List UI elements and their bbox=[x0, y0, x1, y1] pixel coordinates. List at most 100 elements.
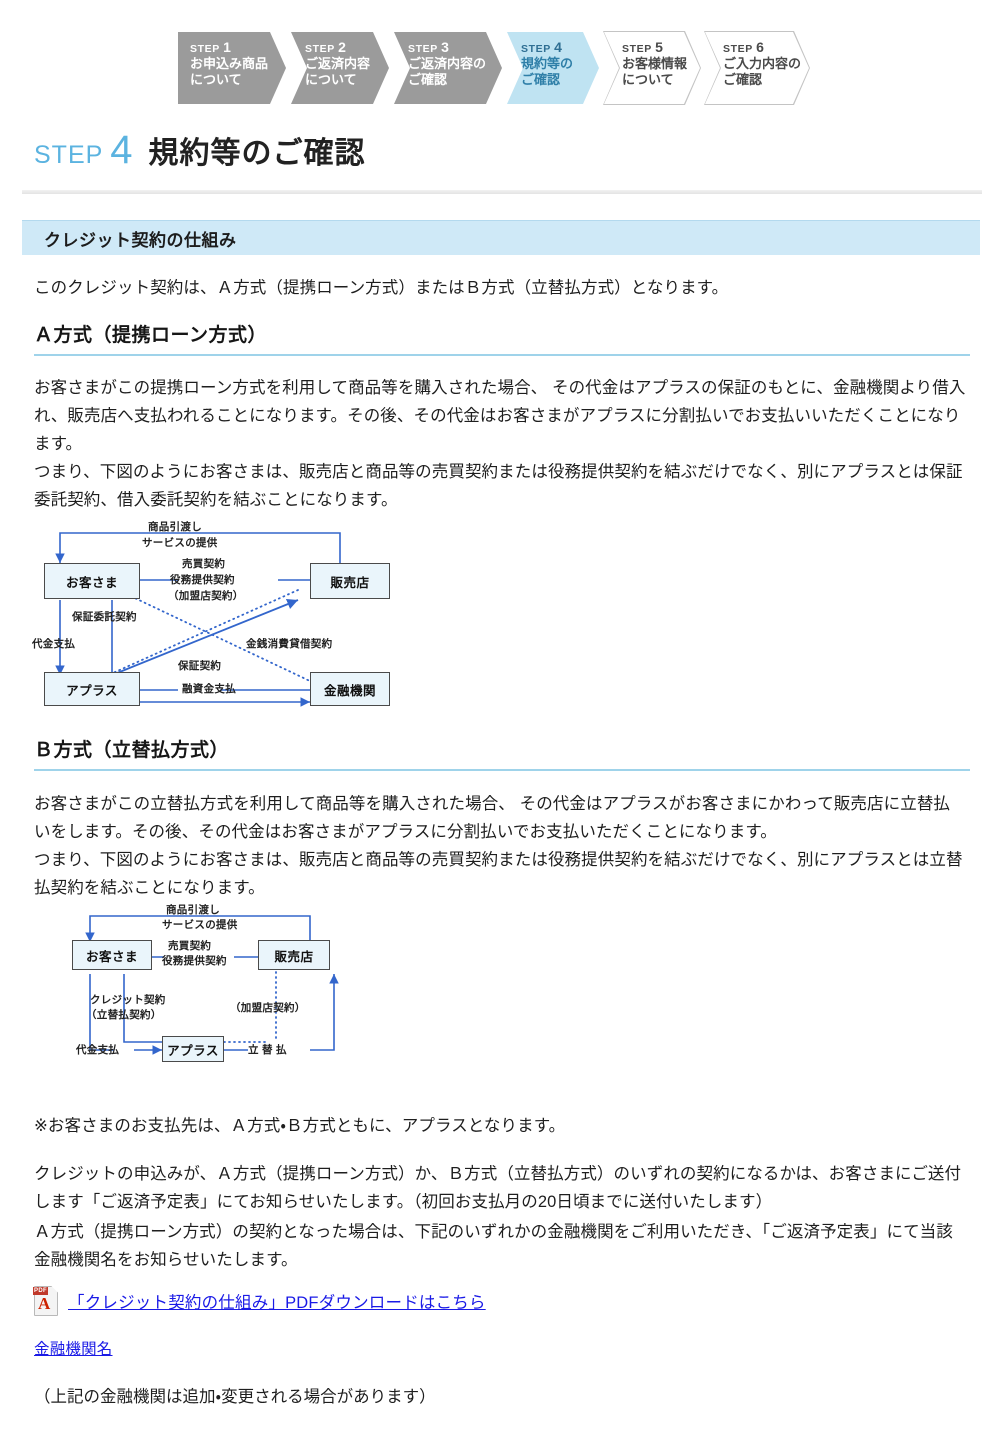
method-a-heading-text: Ａ方式（提携ローン方式） bbox=[34, 325, 268, 346]
step-2-number-line: STEP 2 bbox=[305, 40, 369, 56]
step-item-4-current[interactable]: STEP 4 規約等の ご確認 bbox=[507, 32, 599, 104]
method-a-paragraph-2: つまり、下図のようにお客さまは、販売店と商品等の売買契約または役務提供契約を結ぶ… bbox=[34, 463, 963, 509]
step-6-number: 6 bbox=[756, 39, 765, 55]
step-5-text-line-1: お客様情報 bbox=[622, 56, 688, 71]
title-divider bbox=[22, 190, 982, 194]
diagram-b-label-advance-contract: （立替払契約） bbox=[86, 1009, 162, 1021]
diagram-a-box-shop: 販売店 bbox=[310, 563, 390, 599]
step-3-number-line: STEP 3 bbox=[408, 40, 482, 56]
diagram-a-label-service: サービスの提供 bbox=[142, 537, 218, 549]
method-b-heading-rule bbox=[34, 769, 970, 771]
diagram-a-box-customer: お客さま bbox=[44, 563, 140, 599]
diagram-b-box-customer: お客さま bbox=[72, 940, 152, 970]
pdf-icon: PDF A bbox=[32, 1286, 58, 1316]
diagram-method-b-lines bbox=[85, 915, 339, 1055]
diagram-a-label-sales: 売買契約 bbox=[182, 558, 226, 570]
method-b-paragraph-1: お客さまがこの立替払方式を利用して商品等を購入された場合、 その代金はアプラスが… bbox=[34, 795, 951, 841]
pdf-icon-acrobat-glyph: A bbox=[38, 1294, 51, 1313]
diagram-b-label-advance-payment: 立 替 払 bbox=[248, 1044, 287, 1056]
step-1-number: 1 bbox=[223, 39, 232, 55]
diagram-a-label-member-store: （加盟店契約） bbox=[168, 590, 244, 602]
step-4-text-line-1: 規約等の bbox=[521, 56, 574, 71]
page-title-text: 規約等のご確認 bbox=[148, 137, 366, 170]
step-5-text-line-2: について bbox=[622, 71, 674, 87]
step-2-label: STEP bbox=[305, 43, 335, 55]
diagram-a-label-service-contract: 役務提供契約 bbox=[170, 574, 235, 586]
method-b-heading-text: Ｂ方式（立替払方式） bbox=[34, 740, 230, 761]
closing-paragraph-1: クレジットの申込みが、Ａ方式（提携ローン方式）か、Ｂ方式（立替払方式）のいずれの… bbox=[34, 1165, 962, 1211]
step-1-text-line-1: お申込み商品 bbox=[190, 56, 269, 71]
diagram-a-label-money-lending: 金銭消費貸借契約 bbox=[246, 638, 333, 650]
step-3-text-line-2: ご確認 bbox=[408, 71, 448, 87]
diagram-b-label-payment: 代金支払 bbox=[76, 1044, 120, 1056]
diagram-b-label-service: サービスの提供 bbox=[162, 919, 238, 931]
subsection-heading-method-b: Ｂ方式（立替払方式） bbox=[34, 735, 970, 771]
diagram-method-a: お客さま 販売店 アプラス 金融機関 商品引渡し サービスの提供 売買契約 役務… bbox=[30, 520, 400, 715]
pdf-download-link[interactable]: 「クレジット契約の仕組み」PDFダウンロードはこちら bbox=[68, 1294, 486, 1312]
section-header-label: クレジット契約の仕組み bbox=[44, 230, 237, 250]
step-2-text-line-2: について bbox=[305, 71, 357, 87]
step-4-number: 4 bbox=[554, 39, 563, 55]
step-2-number: 2 bbox=[338, 39, 347, 55]
step-6-fill-shape bbox=[705, 32, 809, 104]
pdf-icon-tag-label: PDF bbox=[33, 1287, 48, 1295]
diagram-a-label-loan-payment: 融資金支払 bbox=[182, 683, 236, 695]
diagram-b-label-member-store: （加盟店契約） bbox=[230, 1002, 306, 1014]
step-6-text-line-2: ご確認 bbox=[723, 71, 763, 87]
page-title-step-label: STEP bbox=[34, 141, 104, 169]
page-title-step-number: 4 bbox=[110, 128, 133, 172]
diagram-a-box-bank: 金融機関 bbox=[310, 672, 390, 706]
step-4-label: STEP bbox=[521, 43, 551, 55]
step-item-5[interactable]: STEP 5 お客様情報 について bbox=[604, 32, 700, 104]
bottom-note: （上記の金融機関は追加・変更される場合があります） bbox=[34, 1388, 436, 1406]
step-list: STEP 1 お申込み商品 について STEP 2 ご返済内容 について STE… bbox=[178, 32, 814, 104]
diagram-b-box-aplus: アプラス bbox=[162, 1036, 224, 1062]
diagram-a-label-payment: 代金支払 bbox=[32, 638, 76, 650]
diagram-a-label-guarantee-commission: 保証委託契約 bbox=[72, 611, 137, 623]
method-a-paragraph-1: お客さまがこの提携ローン方式を利用して商品等を購入された場合、 その代金はアプラ… bbox=[34, 379, 966, 453]
closing-paragraph-2: Ａ方式（提携ローン方式）の契約となった場合は、下記のいずれかの金融機関をご利用い… bbox=[34, 1223, 953, 1269]
step-6-label: STEP bbox=[723, 43, 753, 55]
diagram-a-label-goods: 商品引渡し bbox=[148, 521, 202, 533]
step-5-number: 5 bbox=[655, 39, 664, 55]
step-item-6[interactable]: STEP 6 ご入力内容の ご確認 bbox=[705, 32, 809, 104]
step-6-number-line: STEP 6 bbox=[723, 40, 789, 56]
diagram-b-label-sales: 売買契約 bbox=[168, 940, 212, 952]
bank-list-row[interactable]: 金融機関名 bbox=[34, 1337, 113, 1359]
intro-paragraph: このクレジット契約は、Ａ方式（提携ローン方式）またはＢ方式（立替払方式）となりま… bbox=[34, 279, 729, 297]
step-3-label: STEP bbox=[408, 43, 438, 55]
step-5-fill-shape bbox=[604, 32, 700, 104]
diagram-b-label-credit-contract: クレジット契約 bbox=[90, 994, 166, 1006]
step-1-label: STEP bbox=[190, 43, 220, 55]
pdf-download-row[interactable]: PDF A 「クレジット契約の仕組み」PDFダウンロードはこちら bbox=[32, 1286, 486, 1316]
diagram-a-box-aplus: アプラス bbox=[44, 672, 140, 706]
diagram-a-label-guarantee: 保証契約 bbox=[178, 660, 222, 672]
step-5-number-line: STEP 5 bbox=[622, 40, 680, 56]
step-5-label: STEP bbox=[622, 43, 652, 55]
footnote-payment-destination: ※お客さまのお支払先は、Ａ方式・Ｂ方式ともに、アプラスとなります。 bbox=[34, 1117, 566, 1135]
page-title: STEP 4 規約等のご確認 bbox=[34, 128, 366, 172]
diagram-b-box-shop: 販売店 bbox=[258, 940, 330, 970]
step-progress-bar: STEP 1 お申込み商品 について STEP 2 ご返済内容 について STE… bbox=[0, 0, 1000, 120]
step-3-number: 3 bbox=[441, 39, 450, 55]
step-item-1[interactable]: STEP 1 お申込み商品 について bbox=[178, 32, 286, 104]
bank-list-link[interactable]: 金融機関名 bbox=[34, 1341, 113, 1358]
step-4-number-line: STEP 4 bbox=[521, 40, 579, 56]
diagram-method-b: お客さま 販売店 アプラス 商品引渡し サービスの提供 売買契約 役務提供契約 … bbox=[62, 902, 382, 1070]
section-header-credit-structure: クレジット契約の仕組み bbox=[22, 220, 980, 255]
step-item-2[interactable]: STEP 2 ご返済内容 について bbox=[291, 32, 389, 104]
step-6-content: STEP 6 ご入力内容の ご確認 bbox=[723, 40, 802, 87]
step-1-text-line-2: について bbox=[190, 71, 242, 87]
step-4-text-line-2: ご確認 bbox=[521, 71, 561, 87]
step-5-content: STEP 5 お客様情報 について bbox=[622, 40, 688, 87]
step-3-text-line-1: ご返済内容の bbox=[408, 56, 487, 71]
subsection-heading-method-a: Ａ方式（提携ローン方式） bbox=[34, 320, 970, 356]
method-a-heading-rule bbox=[34, 354, 970, 356]
diagram-b-label-goods: 商品引渡し bbox=[166, 904, 220, 916]
step-6-text-line-1: ご入力内容の bbox=[723, 56, 802, 71]
diagram-b-label-service-contract: 役務提供契約 bbox=[162, 955, 227, 967]
step-item-3[interactable]: STEP 3 ご返済内容の ご確認 bbox=[394, 32, 502, 104]
step-1-number-line: STEP 1 bbox=[190, 40, 266, 56]
method-b-paragraph-2: つまり、下図のようにお客さまは、販売店と商品等の売買契約または役務提供契約を結ぶ… bbox=[34, 851, 963, 897]
step-2-text-line-1: ご返済内容 bbox=[305, 56, 371, 71]
